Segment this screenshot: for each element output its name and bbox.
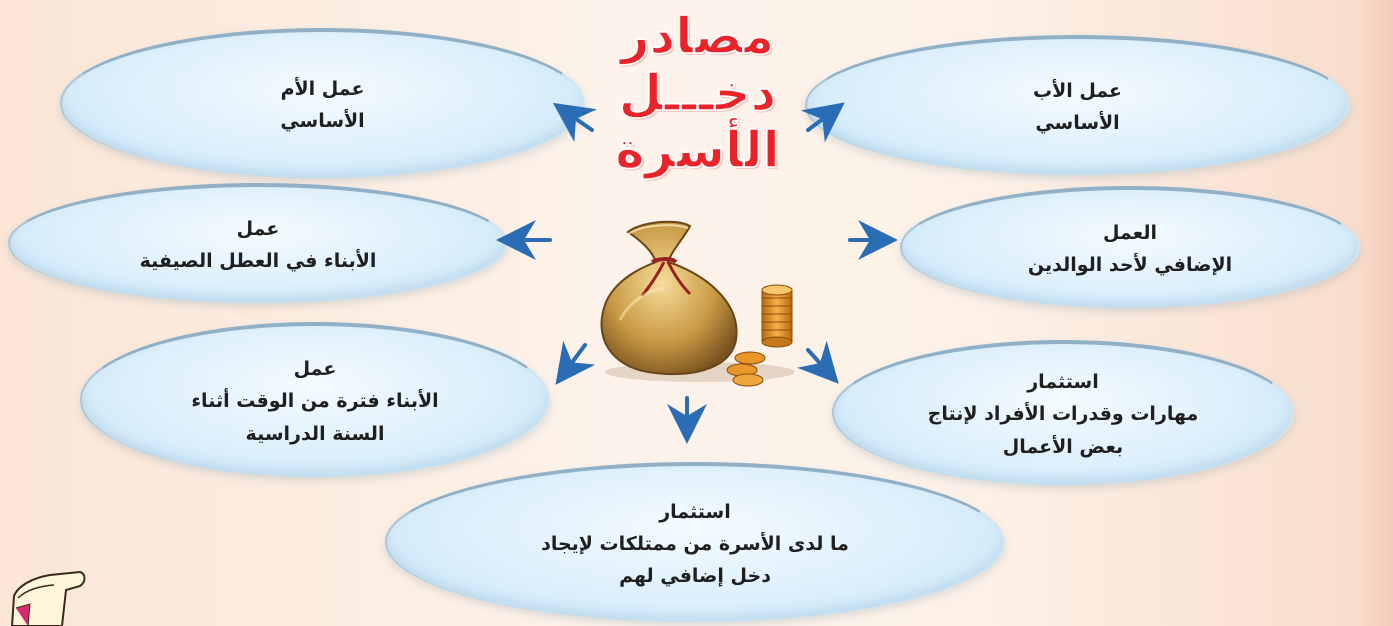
oval-parent-extra: العمل الإضافي لأحد الوالدين [900, 186, 1360, 308]
oval-parent-extra-line2: الإضافي لأحد الوالدين [1027, 254, 1233, 276]
oval-mother-work: عمل الأم الأساسي [60, 28, 585, 178]
title-line-2: دخـــل [618, 64, 777, 123]
scroll-icon [10, 570, 86, 626]
oval-parent-extra-line1: العمل [1102, 221, 1158, 244]
decorative-side-stripe [1355, 0, 1393, 626]
oval-skills-invest-line3: بعض الأعمال [1002, 435, 1124, 458]
oval-children-school-line2: الأبناء فترة من الوقت أثناء [191, 390, 439, 413]
oval-children-summer-line2: الأبناء في العطل الصيفية [139, 250, 377, 272]
arrow-to-mother-work [552, 102, 598, 143]
oval-father-work-line2: الأساسي [1035, 112, 1120, 134]
oval-skills-invest-line1: استثمار [1027, 371, 1099, 394]
title-line-1: مصادر [620, 7, 775, 66]
oval-property-invest-line3: دخل إضافي لهم [619, 565, 771, 588]
oval-children-summer-line1: عمل [236, 217, 280, 240]
oval-father-work: عمل الأب الأساسي [805, 35, 1350, 175]
oval-children-school-line1: عمل [293, 358, 337, 381]
oval-mother-work-line1: عمل الأم [280, 77, 365, 100]
oval-skills-invest-line2: مهارات وقدرات الأفراد لإنتاج [927, 403, 1199, 426]
oval-property-invest: استثمار ما لدى الأسرة من ممتلكات لإيجاد … [385, 462, 1005, 622]
coins-icon [726, 284, 793, 387]
arrow-to-children-school [555, 340, 596, 385]
oval-father-work-line1: عمل الأب [1032, 79, 1123, 102]
oval-children-school-line3: السنة الدراسية [245, 422, 385, 445]
oval-mother-work-line2: الأساسي [280, 110, 365, 132]
arrow-to-skills-invest [797, 340, 839, 384]
oval-property-invest-line2: ما لدى الأسرة من ممتلكات لإيجاد [541, 532, 849, 555]
oval-children-school: عمل الأبناء فترة من الوقت أثناء السنة ال… [80, 322, 550, 477]
oval-children-summer: عمل الأبناء في العطل الصيفية [8, 183, 508, 303]
diagram-title: مصادر دخـــل الأسرة [595, 7, 800, 180]
arrow-to-father-work [800, 102, 845, 143]
oval-skills-invest: استثمار مهارات وقدرات الأفراد لإنتاج بعض… [832, 340, 1294, 485]
arrows [496, 102, 898, 444]
title-line-3: الأسرة [615, 121, 780, 180]
oval-property-invest-line1: استثمار [659, 500, 731, 523]
